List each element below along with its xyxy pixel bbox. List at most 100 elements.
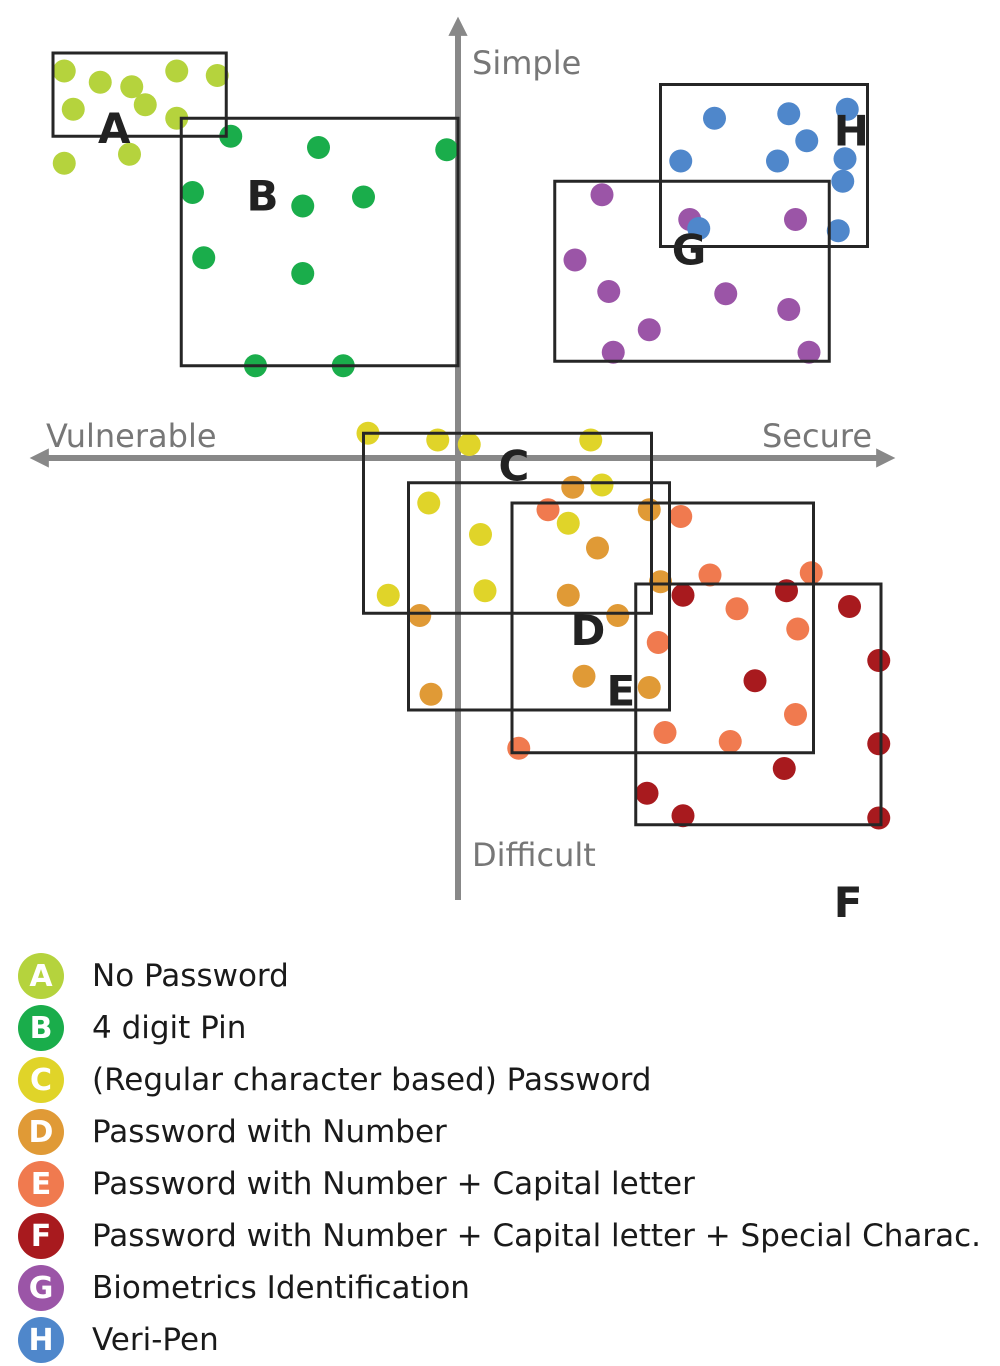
point-e-6 bbox=[646, 631, 670, 654]
legend-badge-a: A bbox=[18, 953, 64, 999]
group-label-a: A bbox=[98, 104, 131, 153]
point-a-5 bbox=[61, 97, 85, 121]
legend-badge-b: B bbox=[18, 1005, 64, 1051]
point-b-7 bbox=[291, 262, 315, 285]
point-a-2 bbox=[120, 75, 144, 99]
point-h-5 bbox=[766, 149, 789, 173]
legend-label-e: Password with Number + Capital letter bbox=[92, 1166, 695, 1202]
point-g-3 bbox=[563, 248, 587, 272]
legend-label-h: Veri-Pen bbox=[92, 1322, 219, 1358]
group-box-a bbox=[51, 51, 228, 138]
y-axis-positive-label: Simple bbox=[472, 44, 581, 82]
point-d-7 bbox=[572, 664, 596, 688]
point-e-4 bbox=[725, 597, 749, 621]
point-g-7 bbox=[637, 318, 661, 342]
legend-item-a: A No Password bbox=[18, 950, 998, 1002]
point-b-2 bbox=[435, 138, 459, 162]
point-c-8 bbox=[473, 579, 497, 603]
group-box-g bbox=[553, 179, 831, 363]
point-h-3 bbox=[795, 129, 819, 153]
group-label-e: E bbox=[607, 667, 636, 716]
legend-badge-d: D bbox=[18, 1109, 64, 1155]
point-a-3 bbox=[165, 59, 189, 83]
legend-label-g: Biometrics Identification bbox=[92, 1270, 470, 1306]
legend-label-c: (Regular character based) Password bbox=[92, 1062, 652, 1098]
point-b-3 bbox=[181, 181, 204, 204]
x-axis-positive-label: Secure bbox=[762, 417, 872, 455]
legend-item-c: C (Regular character based) Password bbox=[18, 1054, 998, 1106]
point-f-8 bbox=[671, 804, 695, 828]
point-e-7 bbox=[784, 703, 807, 726]
legend-label-d: Password with Number bbox=[92, 1114, 447, 1150]
point-e-8 bbox=[653, 721, 677, 744]
point-a-7 bbox=[52, 151, 76, 175]
point-a-1 bbox=[88, 70, 112, 94]
point-c-2 bbox=[457, 433, 481, 456]
group-box-f bbox=[634, 582, 883, 827]
point-e-3 bbox=[799, 561, 823, 585]
point-d-3 bbox=[649, 570, 672, 594]
point-a-9 bbox=[133, 93, 157, 117]
point-g-8 bbox=[601, 340, 625, 364]
point-f-0 bbox=[671, 583, 695, 607]
point-a-0 bbox=[52, 59, 76, 83]
legend-label-b: 4 digit Pin bbox=[92, 1010, 247, 1046]
point-e-2 bbox=[698, 563, 722, 587]
point-g-5 bbox=[714, 282, 738, 306]
legend-badge-h: H bbox=[18, 1317, 64, 1363]
point-d-9 bbox=[419, 682, 443, 706]
legend-badge-g: G bbox=[18, 1265, 64, 1311]
point-f-2 bbox=[838, 595, 861, 618]
point-h-2 bbox=[835, 97, 859, 121]
group-box-c bbox=[362, 431, 653, 615]
point-g-2 bbox=[784, 208, 807, 231]
point-d-0 bbox=[561, 475, 585, 499]
y-axis-negative-label: Difficult bbox=[472, 836, 596, 874]
group-box-b bbox=[179, 116, 460, 368]
point-b-6 bbox=[192, 246, 216, 270]
point-c-6 bbox=[469, 523, 492, 546]
point-a-4 bbox=[205, 64, 229, 87]
point-b-1 bbox=[307, 136, 330, 159]
point-f-3 bbox=[867, 649, 891, 672]
point-f-7 bbox=[635, 781, 659, 805]
point-b-4 bbox=[291, 194, 315, 218]
point-g-4 bbox=[597, 280, 621, 303]
point-b-5 bbox=[352, 185, 375, 209]
legend-badge-e: E bbox=[18, 1161, 64, 1207]
chart: Vulnerable Secure Simple Difficult ABCDE… bbox=[29, 16, 896, 920]
legend-badge-c: C bbox=[18, 1057, 64, 1103]
point-h-6 bbox=[833, 147, 857, 171]
point-g-6 bbox=[777, 298, 801, 321]
legend-item-g: G Biometrics Identification bbox=[18, 1262, 998, 1314]
point-f-5 bbox=[867, 732, 891, 756]
point-e-5 bbox=[786, 617, 810, 641]
point-d-6 bbox=[408, 604, 432, 627]
point-h-8 bbox=[687, 217, 711, 240]
point-f-6 bbox=[772, 757, 796, 780]
point-h-0 bbox=[703, 106, 726, 130]
point-d-2 bbox=[586, 536, 609, 560]
axes: Vulnerable Secure Simple Difficult bbox=[29, 16, 896, 900]
point-h-4 bbox=[669, 149, 693, 173]
group-box-h bbox=[659, 83, 869, 248]
point-g-0 bbox=[590, 183, 614, 207]
point-a-8 bbox=[118, 142, 141, 166]
legend-item-b: B 4 digit Pin bbox=[18, 1002, 998, 1054]
group-label-h: H bbox=[834, 106, 869, 155]
legend-badge-f: F bbox=[18, 1213, 64, 1259]
point-c-4 bbox=[417, 491, 441, 515]
group-box-e bbox=[510, 501, 815, 755]
group-box-d bbox=[407, 481, 671, 712]
group-label-b: B bbox=[247, 172, 279, 221]
point-h-7 bbox=[831, 169, 855, 193]
x-axis-negative-label: Vulnerable bbox=[46, 417, 217, 455]
legend-label-a: No Password bbox=[92, 958, 289, 994]
point-g-9 bbox=[797, 340, 821, 364]
point-c-5 bbox=[590, 473, 614, 497]
legend-item-e: E Password with Number + Capital letter bbox=[18, 1158, 998, 1210]
point-c-7 bbox=[556, 511, 580, 535]
legend-item-h: H Veri-Pen bbox=[18, 1314, 998, 1366]
